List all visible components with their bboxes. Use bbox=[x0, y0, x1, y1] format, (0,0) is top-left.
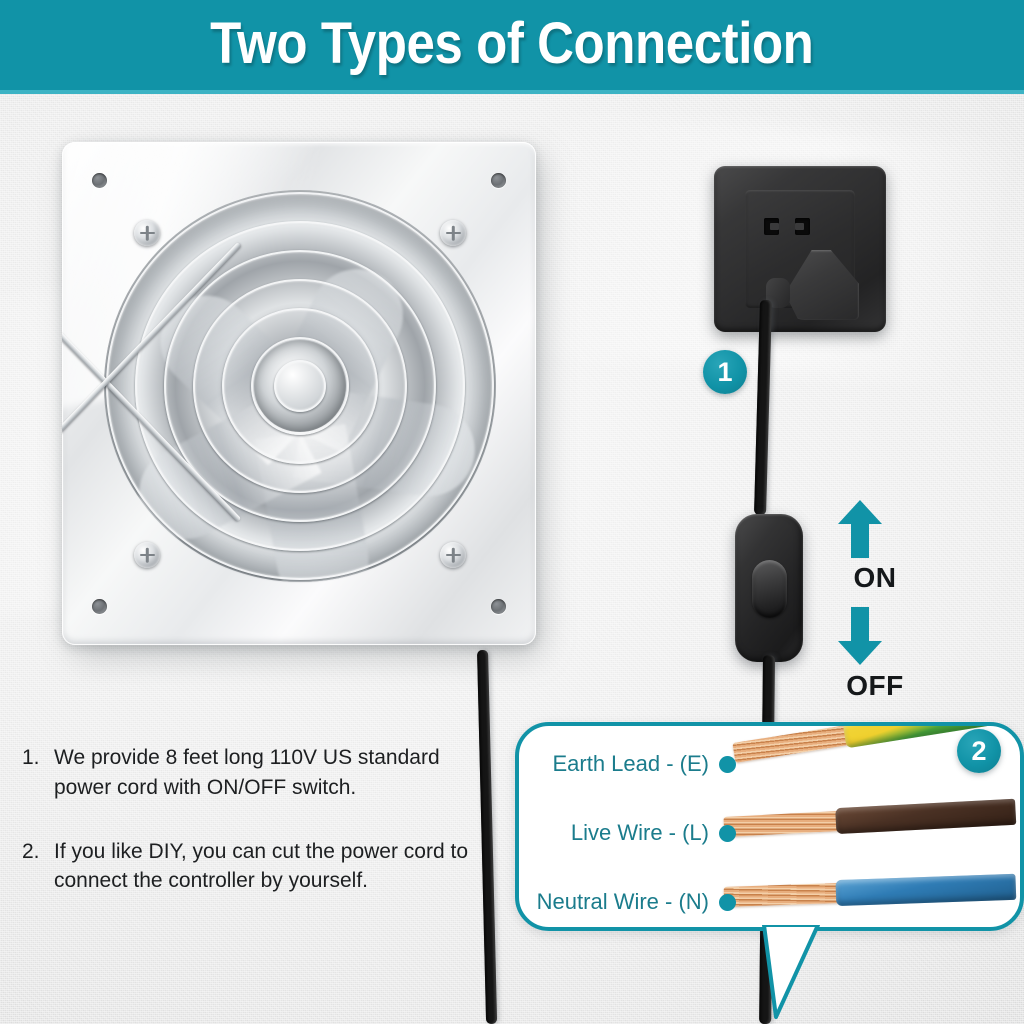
on-label: ON bbox=[853, 562, 897, 593]
wall-outlet[interactable] bbox=[714, 166, 886, 332]
note-item: 1. We provide 8 feet long 110V US standa… bbox=[22, 743, 472, 803]
outlet-slot-right bbox=[795, 218, 810, 235]
mounting-hole-bottom-right bbox=[491, 599, 506, 614]
page-title: Two Types of Connection bbox=[210, 11, 814, 76]
guard-ring bbox=[251, 337, 349, 435]
step-badge-2: 2 bbox=[957, 729, 1001, 773]
guard-ring bbox=[135, 221, 465, 551]
guard-screw-top-left bbox=[134, 220, 160, 246]
wire-legend-row: Live Wire - (L) bbox=[519, 809, 1020, 857]
mounting-hole-bottom-left bbox=[92, 599, 107, 614]
step-badge-1: 1 bbox=[703, 350, 747, 394]
guard-ring bbox=[274, 360, 326, 412]
feature-notes: 1. We provide 8 feet long 110V US standa… bbox=[22, 743, 472, 930]
note-number: 2. bbox=[22, 839, 40, 863]
neutral-wire-label: Neutral Wire - (N) bbox=[536, 889, 709, 914]
callout-pointer-tail bbox=[760, 923, 880, 1021]
note-number: 1. bbox=[22, 746, 40, 769]
wire-legend-row: Earth Lead - (E) bbox=[519, 740, 1020, 788]
guard-ring bbox=[193, 279, 407, 493]
wire-legend-callout: Earth Lead - (E) Live Wire - (L) Neutral… bbox=[515, 722, 1024, 931]
outlet-slot-left bbox=[764, 218, 779, 235]
rocker-toggle[interactable] bbox=[752, 560, 787, 618]
outlet-face bbox=[745, 190, 859, 320]
guard-ring bbox=[164, 250, 436, 522]
fan-mounting-plate bbox=[62, 142, 536, 645]
guard-screw-top-right bbox=[440, 220, 466, 246]
wire-legend-row: Neutral Wire - (N) bbox=[519, 878, 1020, 926]
note-text: If you like DIY, you can cut the power c… bbox=[54, 839, 469, 893]
note-text: We provide 8 feet long 110V US standard … bbox=[54, 746, 440, 799]
mounting-hole-top-left bbox=[92, 173, 107, 188]
guard-screw-bottom-left bbox=[134, 542, 160, 568]
mounting-hole-top-right bbox=[491, 173, 506, 188]
earth-lead-label: Earth Lead - (E) bbox=[552, 751, 709, 776]
note-item: 2. If you like DIY, you can cut the powe… bbox=[22, 837, 472, 897]
arrow-down-icon bbox=[838, 607, 882, 665]
power-plug bbox=[785, 250, 859, 320]
earth-bullet-icon bbox=[719, 755, 736, 773]
live-wire-label: Live Wire - (L) bbox=[570, 820, 709, 845]
live-bullet-icon bbox=[719, 824, 736, 842]
guard-screw-bottom-right bbox=[440, 542, 466, 568]
guard-ring bbox=[222, 308, 378, 464]
neutral-bullet-icon bbox=[719, 893, 736, 911]
off-label: OFF bbox=[846, 670, 904, 701]
arrow-up-icon bbox=[838, 500, 882, 558]
header-banner: Two Types of Connection bbox=[0, 0, 1024, 90]
inline-rocker-switch[interactable] bbox=[735, 514, 803, 662]
exhaust-fan bbox=[62, 142, 546, 657]
on-off-indicator: ON OFF bbox=[820, 500, 930, 701]
header-underline bbox=[0, 90, 1024, 94]
